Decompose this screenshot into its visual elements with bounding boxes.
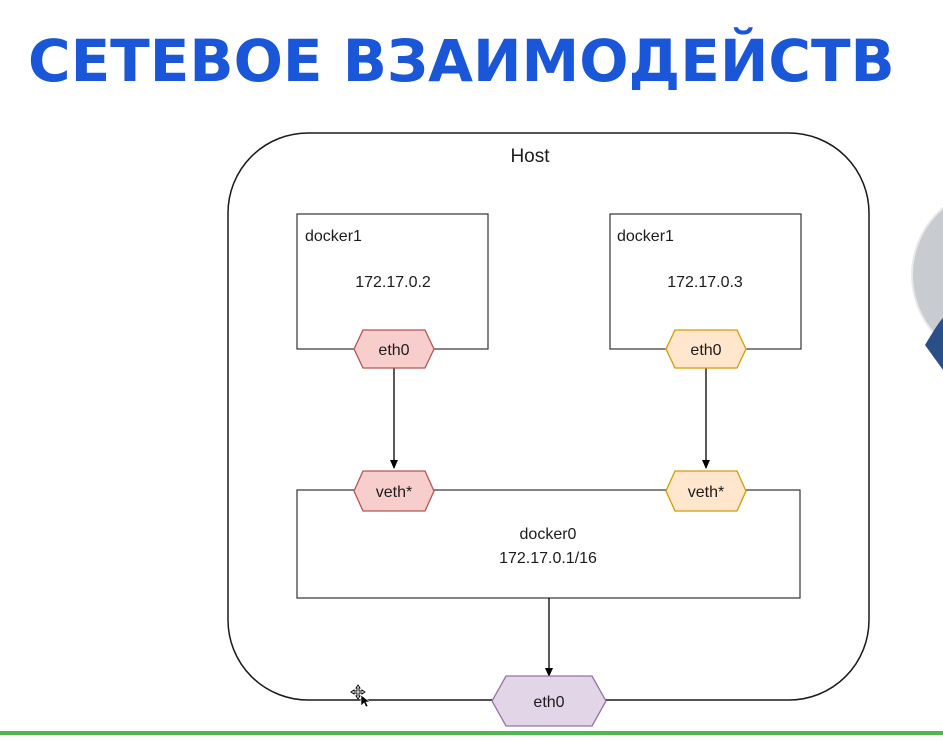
veth-interface-2: veth*	[665, 470, 747, 512]
container-1-name: docker1	[305, 228, 362, 245]
bridge-name: docker0	[520, 526, 577, 543]
container-1-ip: 172.17.0.2	[355, 274, 431, 291]
container-2-ip: 172.17.0.3	[667, 274, 743, 291]
move-cursor-icon	[350, 684, 371, 708]
host-eth0-interface: eth0	[491, 675, 607, 727]
veth-hexagon-1	[353, 470, 435, 512]
veth-label-2: veth*	[688, 484, 724, 501]
eth0-hexagon-1	[353, 329, 435, 369]
slide-title: СЕТЕВОЕ ВЗАИМОДЕЙСТВ	[28, 27, 895, 95]
bridge-subnet: 172.17.0.1/16	[499, 550, 597, 567]
slide-bottom-divider	[0, 731, 943, 735]
eth0-hexagon-2	[665, 329, 747, 369]
eth0-label-2: eth0	[690, 342, 721, 359]
veth-label-1: veth*	[376, 484, 412, 501]
container-2: docker1 172.17.0.3	[609, 213, 802, 350]
veth-interface-1: veth*	[353, 470, 435, 512]
eth0-interface-2: eth0	[665, 329, 747, 369]
container-2-box	[609, 213, 802, 350]
container-2-name: docker1	[617, 228, 674, 245]
eth0-label-1: eth0	[378, 342, 409, 359]
presenter-video-thumbnail	[911, 206, 943, 370]
host-eth0-hexagon	[491, 675, 607, 727]
eth0-interface-1: eth0	[353, 329, 435, 369]
host-eth0-label: eth0	[533, 694, 564, 711]
veth-hexagon-2	[665, 470, 747, 512]
container-1-box	[296, 213, 489, 350]
container-1: docker1 172.17.0.2	[296, 213, 489, 350]
host-label: Host	[510, 146, 550, 167]
